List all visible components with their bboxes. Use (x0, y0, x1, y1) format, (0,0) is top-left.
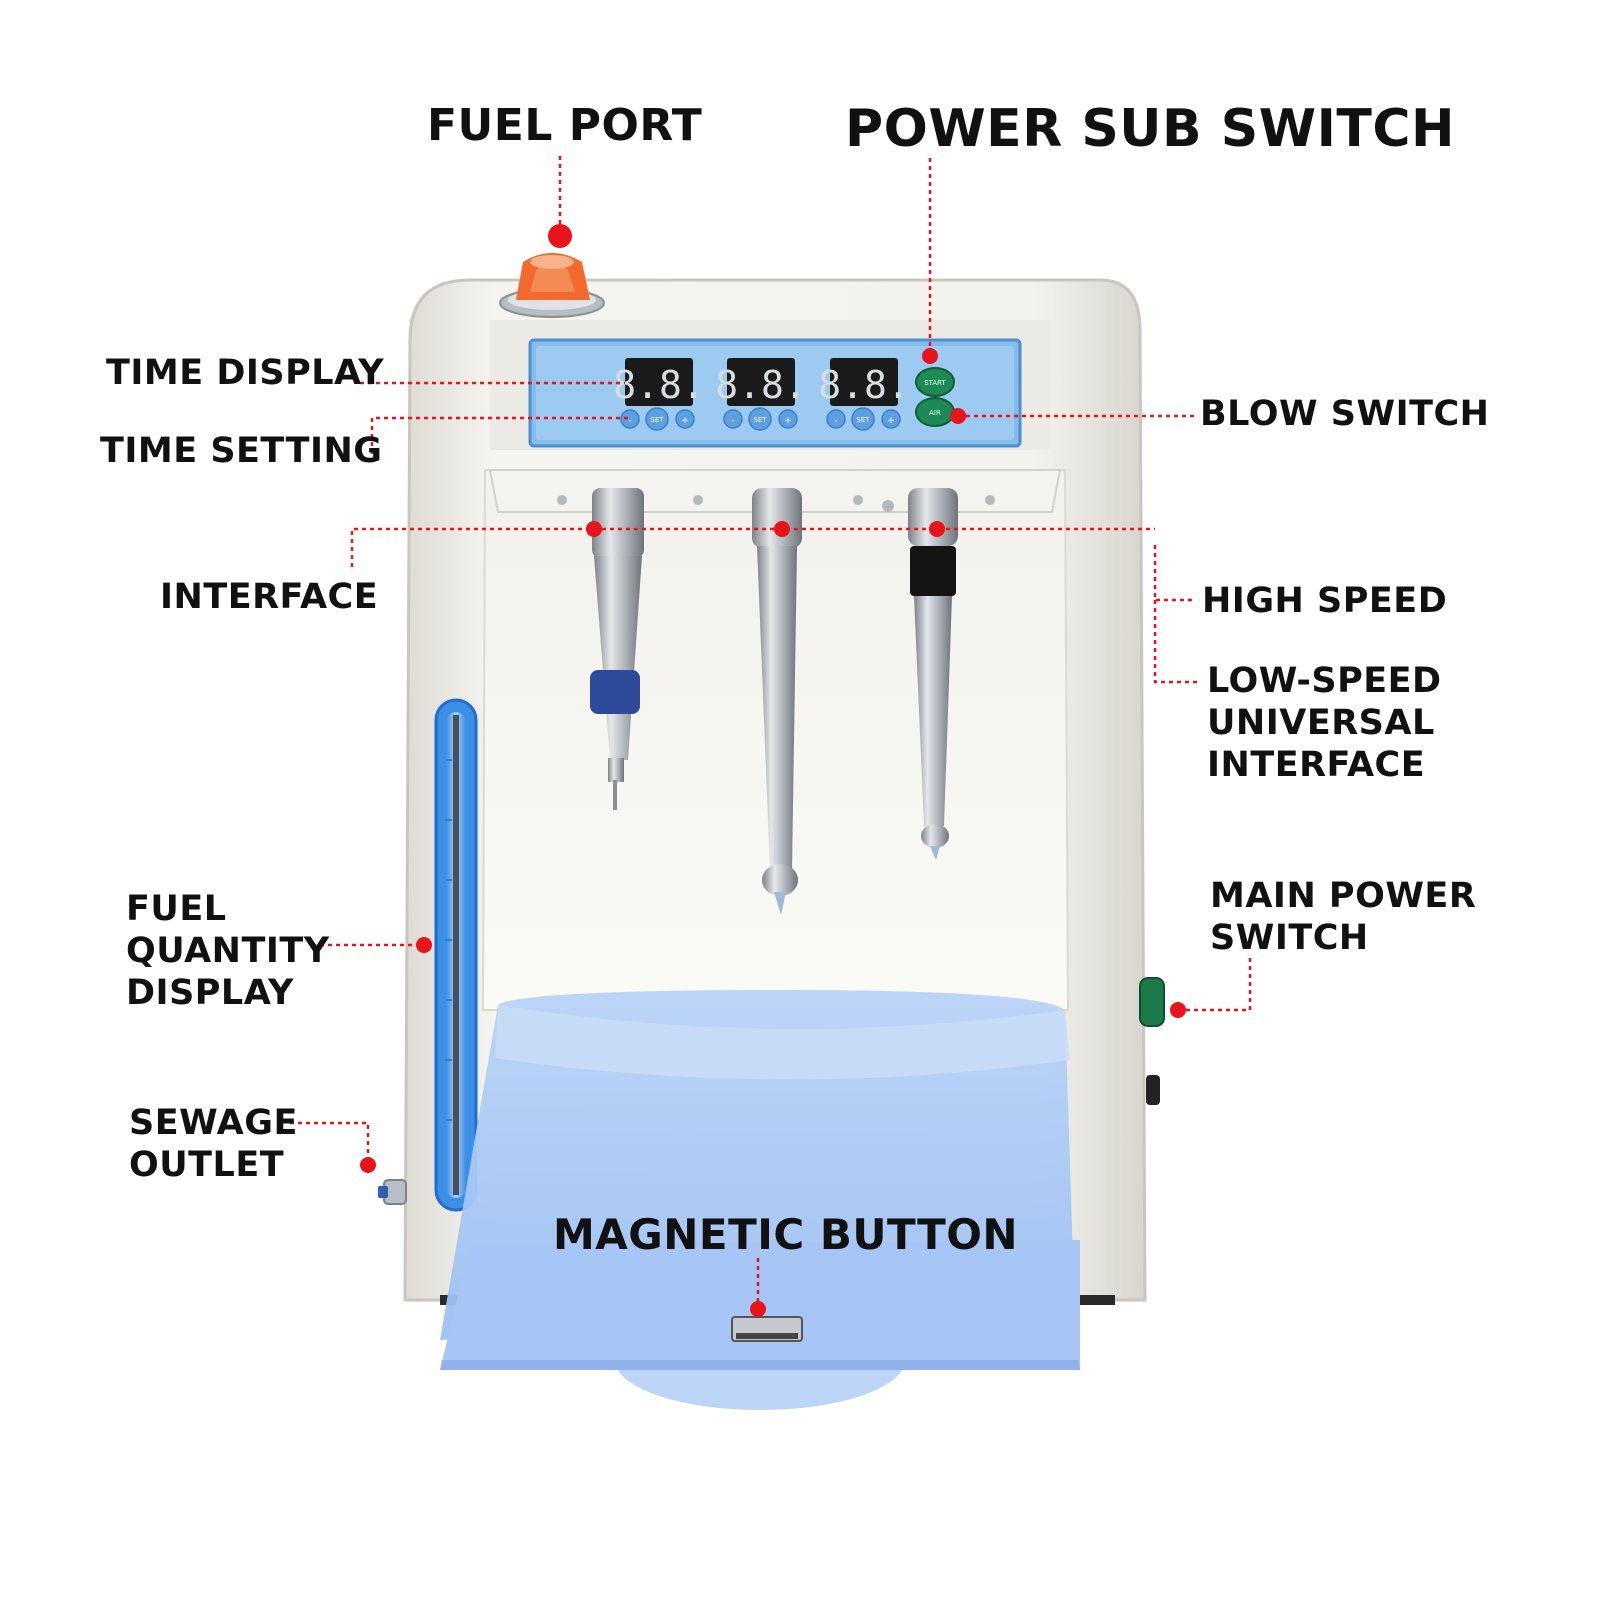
set-button[interactable] (851, 407, 875, 431)
sewage-outlet (378, 1179, 407, 1205)
low-speed-handpiece (590, 488, 644, 810)
time-setting-buttons-3: - SET + (826, 407, 901, 431)
high-speed-handpiece-2 (908, 488, 958, 860)
label-line: QUANTITY (126, 931, 330, 971)
plus-button[interactable] (881, 409, 901, 429)
time-setting-buttons-2: - SET + (723, 407, 798, 431)
label-time-setting: TIME SETTING (100, 431, 383, 471)
leader-lines (290, 156, 1252, 1305)
time-display-3: 8.8. (818, 358, 910, 407)
plus-label: + (681, 416, 689, 426)
air-button[interactable]: AIR (915, 397, 955, 427)
label-line: UNIVERSAL (1207, 703, 1435, 743)
minus-button[interactable] (723, 409, 743, 429)
label-power-sub-switch: POWER SUB SWITCH (845, 99, 1456, 159)
start-button-label: START (924, 379, 946, 387)
plus-label: + (784, 416, 792, 426)
minus-label: - (628, 416, 631, 426)
label-low-speed-universal-interface: LOW-SPEED UNIVERSAL INTERFACE (1207, 660, 1442, 786)
label-line: OUTLET (129, 1145, 285, 1185)
tray-cover (440, 990, 1080, 1410)
minus-label: - (731, 416, 734, 426)
digit-readout-3: 8.8. (818, 363, 910, 407)
digit-readout-2: 8.8. (715, 363, 807, 407)
label-blow-switch: BLOW SWITCH (1200, 394, 1490, 434)
label-fuel-quantity-display: FUEL QUANTITY DISPLAY (126, 888, 330, 1014)
label-fuel-port: FUEL PORT (427, 100, 703, 151)
label-high-speed: HIGH SPEED (1202, 581, 1448, 621)
set-label: SET (753, 416, 767, 424)
time-setting-buttons-1: - SET + (620, 407, 695, 431)
fuel-port[interactable] (499, 253, 605, 318)
fuel-quantity-gauge (434, 698, 478, 1212)
label-line: FUEL (126, 889, 227, 929)
minus-button[interactable] (620, 409, 640, 429)
minus-label: - (834, 416, 837, 426)
label-time-display: TIME DISPLAY (106, 353, 385, 393)
digit-readout-1: 8.8. (613, 363, 705, 407)
label-line: LOW-SPEED (1207, 661, 1442, 701)
time-display-1: 8.8. (613, 358, 705, 407)
marker-dots (360, 224, 1186, 1317)
label-line: DISPLAY (126, 973, 294, 1013)
minus-button[interactable] (826, 409, 846, 429)
plus-button[interactable] (778, 409, 798, 429)
time-display-2: 8.8. (715, 358, 807, 407)
label-line: INTERFACE (1207, 745, 1426, 785)
set-button[interactable] (645, 407, 669, 431)
set-label: SET (650, 416, 664, 424)
main-power-switch[interactable] (1139, 977, 1165, 1105)
label-main-power-switch: MAIN POWER SWITCH (1210, 875, 1476, 959)
plus-label: + (887, 416, 895, 426)
label-line: SEWAGE (129, 1103, 298, 1143)
label-sewage-outlet: SEWAGE OUTLET (129, 1102, 298, 1186)
set-button[interactable] (748, 407, 772, 431)
label-magnetic-button: MAGNETIC BUTTON (553, 1210, 1019, 1259)
air-button-label: AIR (929, 409, 941, 417)
high-speed-handpiece-1 (752, 488, 802, 915)
start-button[interactable]: START (915, 367, 955, 397)
plus-button[interactable] (675, 409, 695, 429)
label-interface: INTERFACE (160, 577, 379, 617)
set-label: SET (856, 416, 870, 424)
label-line: MAIN POWER (1210, 876, 1477, 916)
label-line: SWITCH (1210, 918, 1369, 958)
